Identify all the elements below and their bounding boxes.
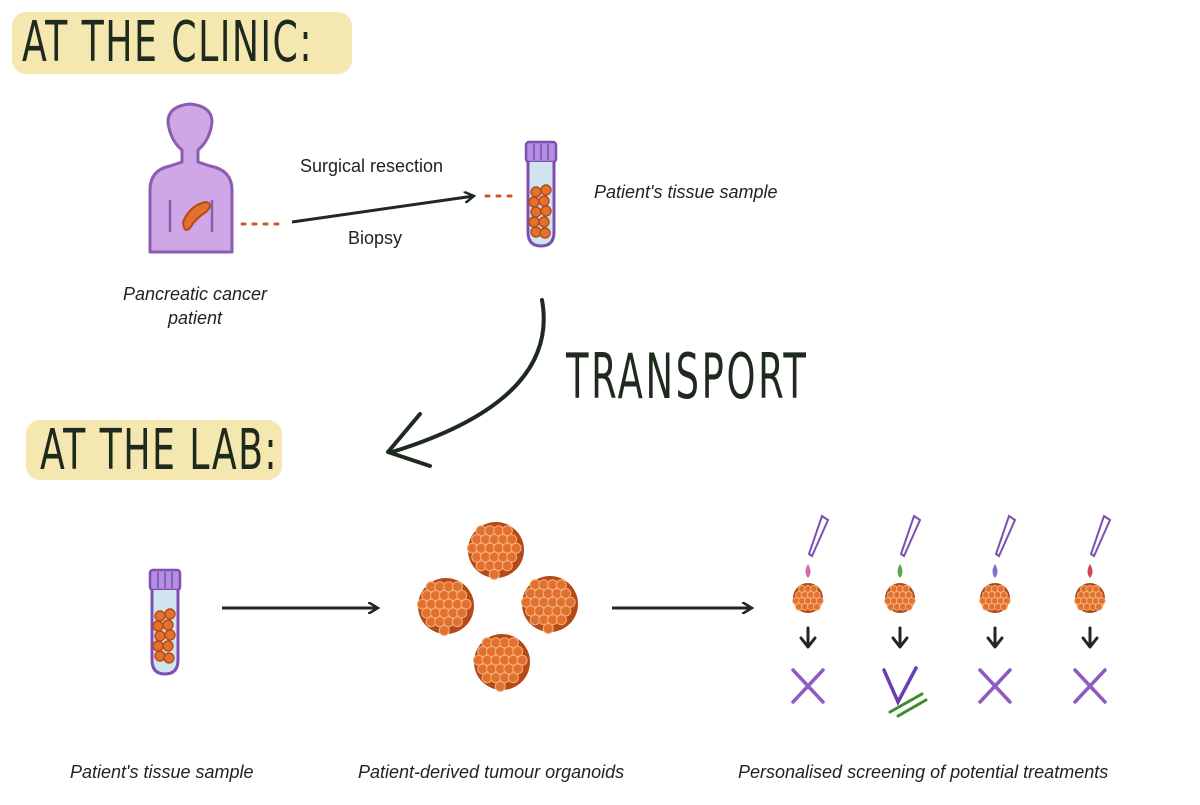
tumour-organoids [416, 522, 578, 692]
screening-item [805, 514, 830, 578]
surgical-resection-label: Surgical resection [300, 156, 444, 176]
check-icon [882, 666, 918, 707]
screened-organoid [792, 583, 824, 613]
transport-arrow-head [386, 412, 432, 468]
clinic-arrow [291, 196, 474, 224]
screening-panel [791, 514, 1112, 718]
clinic-heading-highlight [12, 12, 352, 74]
transport-arrow [390, 298, 546, 454]
organoid-right [520, 576, 578, 634]
organoid-top [466, 522, 524, 580]
screening-item [1087, 514, 1112, 578]
cross-icon [1073, 668, 1107, 704]
biopsy-label: Biopsy [348, 228, 403, 248]
organoid-bottom [472, 634, 530, 692]
screened-organoid [1074, 583, 1106, 613]
pipette-icon [994, 514, 1017, 558]
screening-label: Personalised screening of potential trea… [738, 762, 1109, 782]
down-arrow-icon [799, 626, 817, 649]
drop-icon [992, 564, 998, 578]
clinic-test-tube-icon [524, 140, 558, 248]
drop-icon [1087, 564, 1093, 578]
pancreas-icon [181, 200, 211, 231]
screening-item [992, 514, 1017, 578]
down-arrow-icon [986, 626, 1004, 649]
down-arrow-icon [1081, 626, 1099, 649]
pipette-icon [1089, 514, 1112, 558]
clinic-sample-label: Patient's tissue sample [594, 182, 778, 202]
pipette-icon [899, 514, 922, 558]
drop-icon [805, 564, 811, 578]
patient-label-line2: patient [167, 308, 223, 328]
clinic-heading: AT THE CLINIC: [22, 10, 313, 75]
lab-sample-label: Patient's tissue sample [70, 762, 254, 782]
organoid-left [416, 578, 474, 636]
transport-label: TRANSPORT [566, 340, 809, 413]
lab-heading: AT THE LAB: [40, 418, 279, 483]
organoids-label: Patient-derived tumour organoids [358, 762, 625, 782]
cross-icon [791, 668, 825, 704]
down-arrow-icon [891, 626, 909, 649]
lab-test-tube-icon [148, 568, 182, 676]
screened-organoid [979, 583, 1011, 613]
pipette-icon [807, 514, 830, 558]
check-underline-icon [888, 692, 928, 718]
cross-icon [978, 668, 1012, 704]
patient-label-line1: Pancreatic cancer [122, 284, 268, 304]
lab-heading-highlight [26, 420, 282, 480]
drop-icon [897, 564, 903, 578]
screened-organoid [884, 583, 916, 613]
screening-item [897, 514, 922, 578]
patient-figure [148, 102, 234, 254]
